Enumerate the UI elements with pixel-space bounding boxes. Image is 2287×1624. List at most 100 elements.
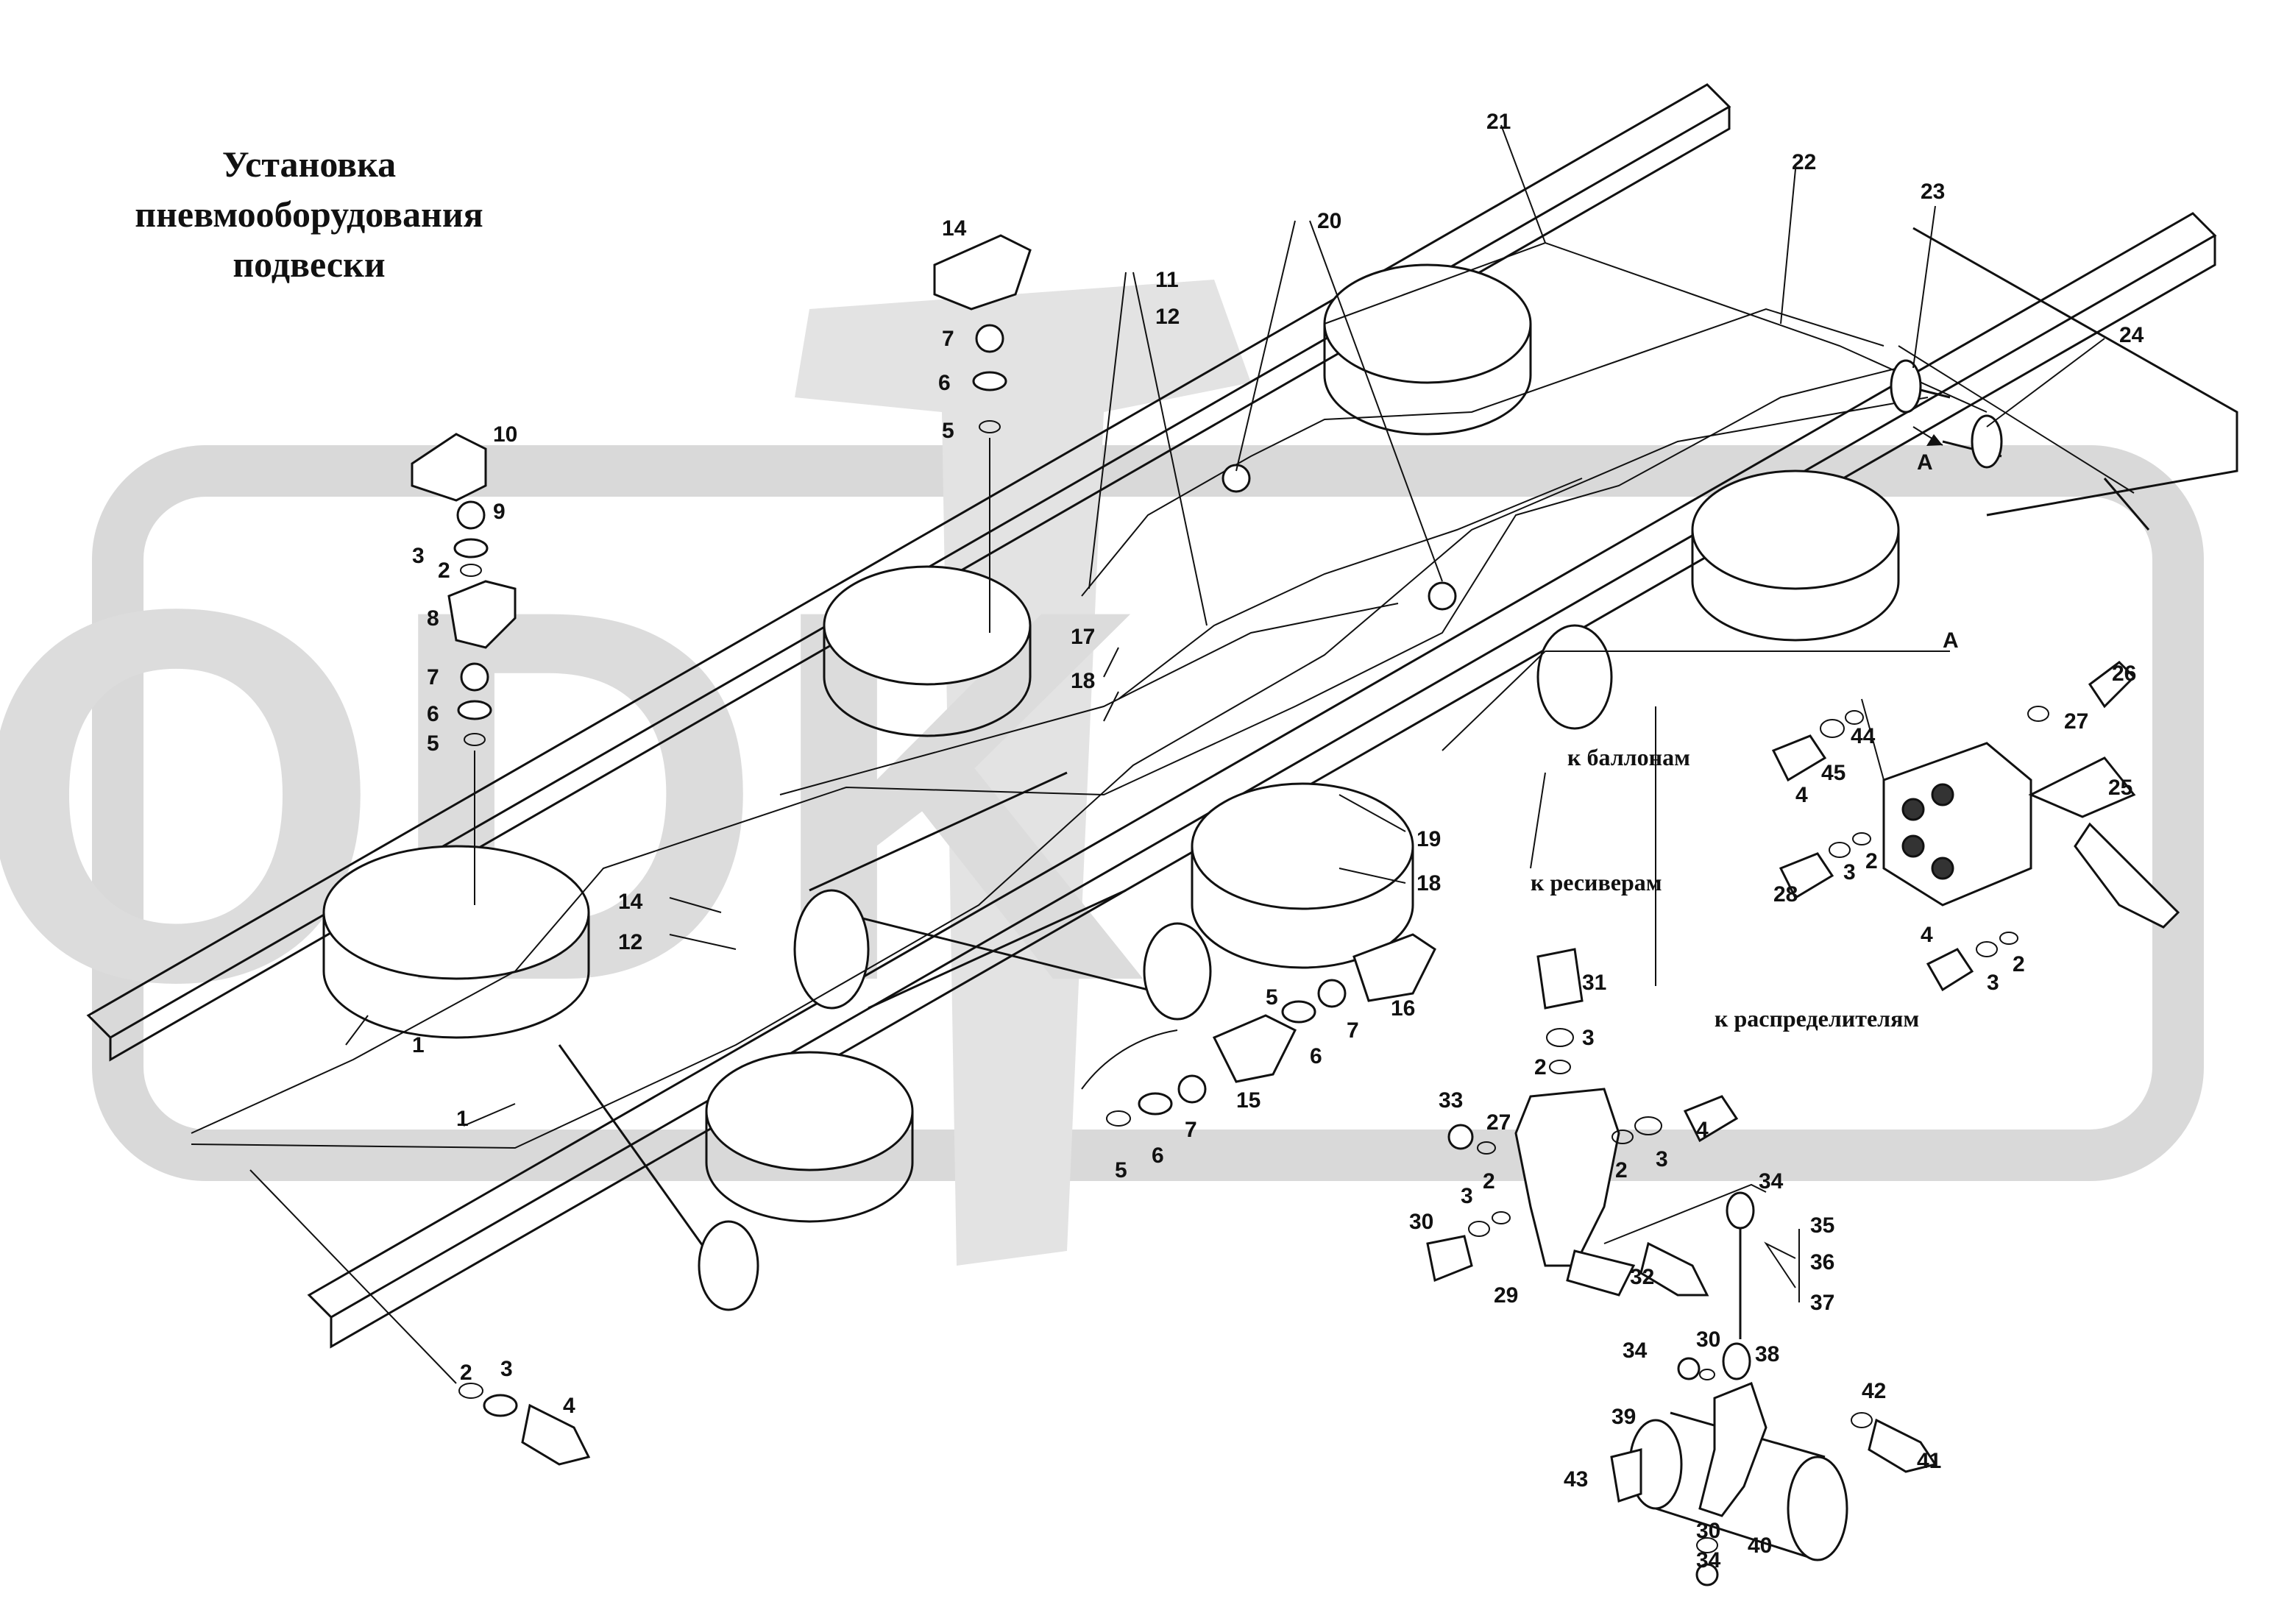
callout-2f: 2: [1865, 849, 1878, 873]
note-to-receivers: к ресиверам: [1531, 869, 1662, 896]
nut-7-top: [975, 324, 1004, 353]
air-line-1: [191, 367, 1899, 1134]
callout-1a: 1: [412, 1033, 425, 1057]
clamp-24: [1971, 414, 2003, 469]
seal-2: [460, 564, 482, 577]
axle-clamp: [1610, 1382, 1937, 1586]
washer-3: [453, 538, 489, 559]
callout-43: 43: [1564, 1467, 1588, 1492]
washer-6-top: [972, 371, 1007, 391]
callout-17: 17: [1071, 625, 1095, 649]
leader-14-12: [669, 897, 737, 950]
callout-41: 41: [1917, 1449, 1941, 1473]
callout-2g: 2: [2013, 952, 2025, 976]
callout-4d: 4: [1696, 1118, 1709, 1142]
elbow-fitting-8: [447, 580, 517, 649]
leader-21: [1500, 124, 1546, 244]
fitting-stack-mid: [1081, 933, 1436, 1127]
leader-line-bottom: [249, 1169, 457, 1384]
tee-fitting-upper: [1221, 464, 1251, 493]
nut-33: [1447, 1124, 1474, 1150]
view-a-arrow-label: A: [1917, 450, 1933, 475]
tee-fitting-15: [1212, 1014, 1297, 1083]
link-eye-lower: [1722, 1342, 1751, 1380]
callout-7c: 7: [1185, 1118, 1197, 1142]
plug-30: [1426, 1235, 1473, 1283]
air-line-4: [1118, 478, 1583, 700]
callout-39: 39: [1611, 1405, 1636, 1429]
washer-42: [1851, 1412, 1873, 1428]
callout-3c: 3: [1582, 1026, 1595, 1050]
note-leaders: [1442, 650, 1656, 986]
callout-29: 29: [1494, 1283, 1518, 1308]
callout-5c: 5: [1115, 1158, 1127, 1182]
washer-45: [1820, 719, 1845, 738]
leader-22: [1780, 169, 1796, 325]
callout-19: 19: [1416, 827, 1441, 851]
air-line-3: [1081, 308, 1884, 597]
nut-7-16: [1317, 979, 1347, 1008]
callout-10: 10: [493, 422, 517, 447]
valve-link: [1603, 1183, 1767, 1244]
washer-30-lower: [1699, 1369, 1715, 1380]
note-to-balloons: к баллонам: [1567, 744, 1690, 770]
callout-37: 37: [1810, 1291, 1834, 1315]
callout-3d: 3: [1656, 1147, 1668, 1171]
note-to-distributors: к распределителям: [1715, 1005, 1919, 1032]
washer-6-16: [1281, 1000, 1316, 1024]
callout-11: 11: [1155, 268, 1179, 292]
callout-12a: 12: [1155, 305, 1180, 329]
callout-18a: 18: [1071, 669, 1095, 693]
title-line-2: пневмооборудования: [135, 194, 483, 235]
callout-23: 23: [1921, 180, 1945, 204]
washer-6: [457, 700, 492, 720]
seal-2-bottom: [458, 1383, 483, 1399]
fitting-stack-top: [933, 234, 1032, 633]
callout-15: 15: [1236, 1088, 1260, 1113]
nut-34-clamp: [1695, 1563, 1719, 1586]
leader-20: [1235, 220, 1443, 582]
washer-3-dist: [1829, 842, 1851, 858]
link-eye-34: [1726, 1191, 1755, 1230]
axle-tube-mid-end: [1143, 922, 1212, 1021]
leader-23: [1912, 205, 1936, 369]
washer-30-clamp: [1696, 1537, 1718, 1553]
ring-5-mid: [1106, 1110, 1131, 1127]
seal-44: [1845, 710, 1864, 725]
leader-18-19: [1338, 794, 1406, 884]
distributor-body: [1882, 742, 2032, 907]
seal-2-dist: [1852, 832, 1871, 845]
watermark: ODK: [0, 280, 2204, 1266]
bolt-43: [1610, 1448, 1642, 1503]
leader-17-18: [1103, 647, 1119, 722]
bolt-32: [1639, 1241, 1709, 1297]
axle-tube-front-end: [1536, 624, 1613, 730]
callout-6b: 6: [938, 371, 951, 395]
leader-arc-15: [1081, 1029, 1178, 1090]
callout-1b: 1: [456, 1107, 469, 1131]
tee-fitting-lower: [1428, 581, 1457, 611]
callout-34c: 34: [1696, 1548, 1721, 1572]
callout-34a: 34: [1759, 1169, 1784, 1194]
axle-tube-rear-end: [698, 1220, 759, 1311]
air-line-bundle: [1898, 345, 2135, 494]
height-control-valve: [1426, 948, 1767, 1380]
fitting-stack-bottom: [249, 1169, 591, 1466]
leader-24: [1986, 338, 2105, 428]
elbow-fitting-10: [411, 433, 487, 502]
fitting-4-bottom: [521, 1403, 591, 1466]
callout-32: 32: [1630, 1265, 1654, 1289]
callout-38: 38: [1755, 1342, 1779, 1366]
callout-24: 24: [2119, 323, 2144, 347]
air-spring-rear-left: [322, 845, 590, 1039]
callout-30b: 30: [1696, 1327, 1720, 1352]
callout-26: 26: [2112, 662, 2136, 686]
callout-14b: 14: [618, 890, 643, 914]
annotation-leaders: [345, 124, 2105, 1302]
callout-27b: 27: [1486, 1110, 1511, 1135]
distributor-lever: [2074, 822, 2180, 929]
fitting-28: [1779, 852, 1834, 900]
watermark-frame: [92, 445, 2204, 1181]
callout-28: 28: [1773, 882, 1798, 907]
callout-34b: 34: [1623, 1338, 1648, 1363]
